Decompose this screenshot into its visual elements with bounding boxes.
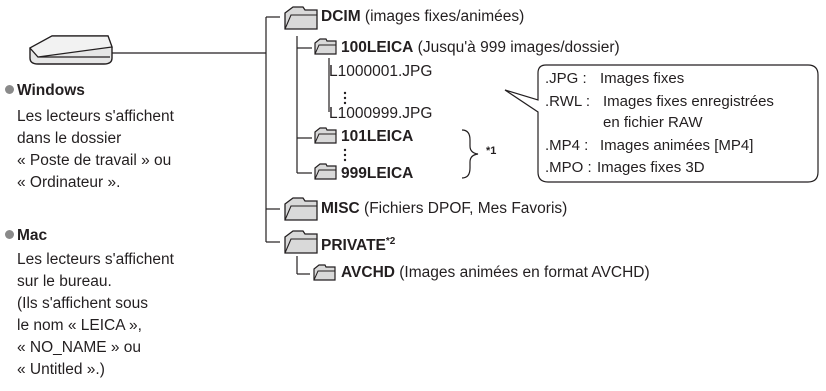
folder-icon: [284, 6, 318, 30]
mac-line: « Untitled ».): [17, 361, 105, 378]
callout-ext: .RWL :: [545, 93, 591, 110]
windows-line: Les lecteurs s'affichent: [17, 108, 174, 125]
brace-note: *1: [486, 145, 497, 157]
mac-line: (Ils s'affichent sous: [17, 295, 149, 312]
windows-title: Windows: [17, 82, 85, 99]
callout-desc: Images fixes enregistrées: [603, 93, 774, 110]
file-name: L1000999.JPG: [329, 105, 433, 122]
file-first: L1000001.JPG: [329, 62, 432, 82]
folder-101leica: 101LEICA: [341, 128, 414, 145]
callout-ext: .MP4 :: [545, 137, 589, 154]
bullet-icon: [5, 230, 14, 239]
folder-private: PRIVATE*2: [321, 236, 396, 254]
folder-999leica: 999LEICA: [341, 165, 414, 182]
folder-dcim: DCIM (images fixes/animées): [321, 8, 525, 25]
windows-line: dans le dossier: [17, 130, 122, 147]
folder-misc: MISC (Fichiers DPOF, Mes Favoris): [321, 200, 568, 217]
mac-line: sur le bureau.: [17, 273, 112, 290]
callout-desc: Images animées [MP4]: [600, 137, 754, 154]
file-last: L1000999.JPG: [329, 104, 432, 124]
callout-ext: .JPG :: [545, 70, 587, 87]
mac-line: le nom « LEICA »,: [17, 317, 142, 334]
private-note: *2: [385, 236, 396, 247]
folder-icon: [314, 127, 337, 144]
folder-icon: [284, 197, 318, 221]
callout-desc: Images fixes: [600, 70, 685, 87]
mac-heading: Mac: [5, 226, 47, 246]
callout-desc: en fichier RAW: [603, 114, 703, 131]
folder-icon: [314, 38, 337, 55]
windows-heading: Windows: [5, 81, 85, 101]
mac-title: Mac: [17, 227, 48, 244]
mac-line: Les lecteurs s'affichent: [17, 251, 174, 268]
folder-icon: [314, 163, 337, 180]
callout-ext: .MPO :: [545, 159, 592, 176]
folder-icon: [284, 230, 318, 254]
folder-icon: [313, 264, 336, 281]
folder-avchd: AVCHD (Images animées en format AVCHD): [341, 264, 650, 281]
callout-desc: Images fixes 3D: [597, 159, 705, 176]
windows-line: « Ordinateur ».: [17, 174, 121, 191]
drive-icon: [29, 35, 113, 65]
bullet-icon: [5, 85, 14, 94]
windows-line: « Poste de travail » ou: [17, 152, 172, 169]
file-name: L1000001.JPG: [329, 63, 433, 80]
mac-line: « NO_NAME » ou: [17, 339, 142, 356]
folder-100leica: 100LEICA (Jusqu'à 999 images/dossier): [341, 39, 620, 56]
callout-bubble: [504, 64, 819, 183]
